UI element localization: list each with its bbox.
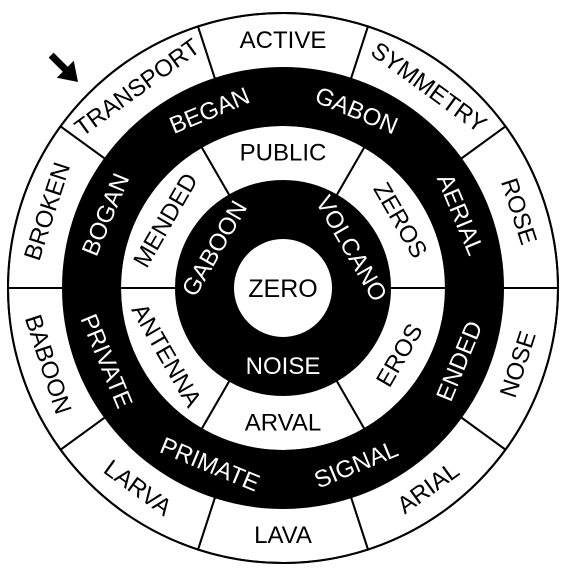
arrow-icon (48, 52, 78, 82)
ring-1-word: NOISE (246, 353, 321, 380)
ring-4-word: LAVA (254, 522, 312, 549)
ring-4-word: ACTIVE (240, 27, 327, 54)
center-circle (232, 237, 334, 339)
center-word: ZERO (248, 275, 317, 303)
ring-2-word: PUBLIC (240, 140, 327, 167)
outer-border (7, 12, 559, 564)
ring-2-word: ARVAL (245, 410, 322, 437)
